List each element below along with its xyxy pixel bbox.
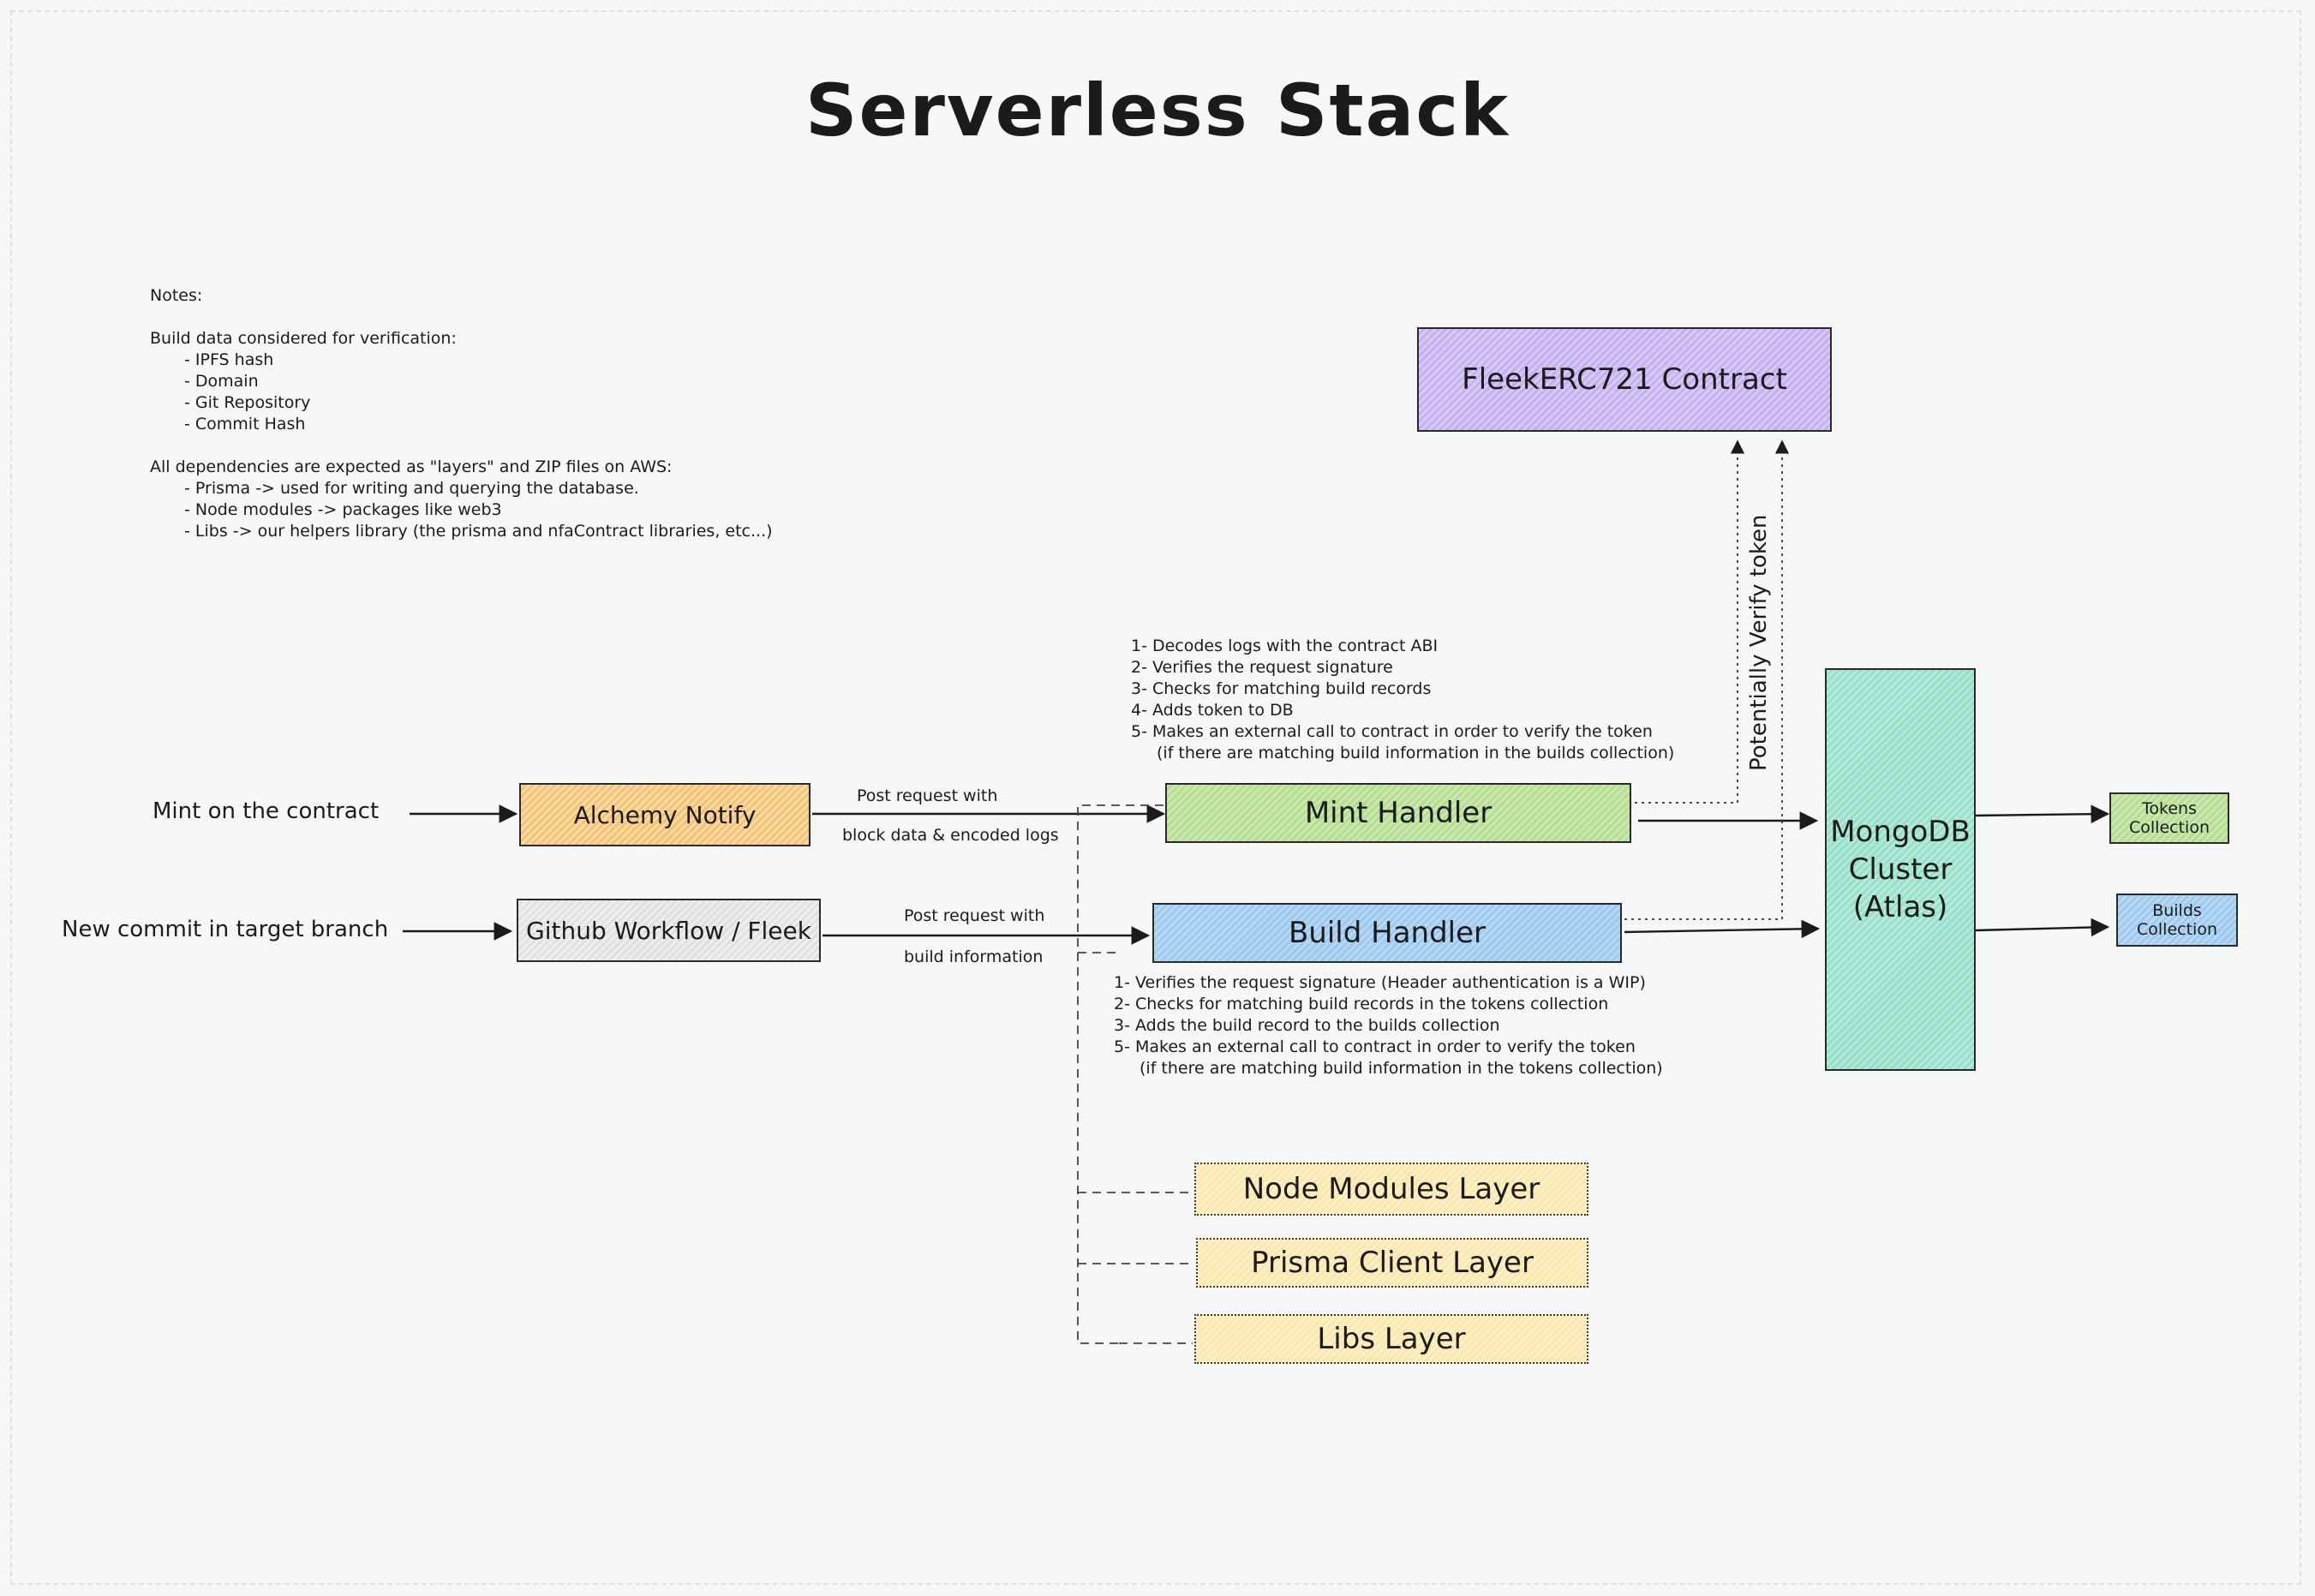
notes-block: Notes: Build data considered for verific… xyxy=(150,285,773,542)
mint-handler-node[interactable]: Mint Handler xyxy=(1165,783,1631,843)
alchemy-notify-label: Alchemy Notify xyxy=(573,800,757,829)
build-step: 5- Makes an external call to contract in… xyxy=(1114,1037,1636,1056)
mongodb-label-line: (Atlas) xyxy=(1852,890,1948,924)
github-edge-label-bottom: build information xyxy=(904,947,1044,966)
mongodb-label-line: MongoDB xyxy=(1830,815,1971,849)
prisma-client-layer-label: Prisma Client Layer xyxy=(1251,1246,1534,1280)
fleek-contract-node[interactable]: FleekERC721 Contract xyxy=(1417,327,1832,432)
dependencies-heading: All dependencies are expected as "layers… xyxy=(150,457,673,476)
arrow-build-handler-to-mongodb xyxy=(1624,919,1821,939)
build-step: 2- Checks for matching build records in … xyxy=(1114,995,1609,1013)
mongodb-cluster-node[interactable]: MongoDB Cluster (Atlas) xyxy=(1825,668,1976,1071)
github-edge-label-top: Post request with xyxy=(904,906,1045,925)
build-handler-node[interactable]: Build Handler xyxy=(1152,903,1622,963)
input-mint-label: Mint on the contract xyxy=(153,798,380,824)
mongodb-label-line: Cluster xyxy=(1848,852,1953,887)
tokens-collection-label: Tokens xyxy=(2142,799,2197,818)
dependency-item: - Node modules -> packages like web3 xyxy=(184,500,502,519)
mint-step: 2- Verifies the request signature xyxy=(1131,658,1393,677)
tokens-collection-node[interactable]: Tokens Collection xyxy=(2109,792,2229,844)
verification-item: - IPFS hash xyxy=(184,350,274,369)
alchemy-notify-node[interactable]: Alchemy Notify xyxy=(519,783,811,846)
dependency-item: - Libs -> our helpers library (the prism… xyxy=(184,522,773,541)
github-workflow-label: Github Workflow / Fleek xyxy=(526,916,811,945)
layer-link-trunk xyxy=(1077,804,1163,1344)
fleek-contract-label: FleekERC721 Contract xyxy=(1462,362,1787,397)
libs-layer-node[interactable]: Libs Layer xyxy=(1194,1314,1588,1364)
alchemy-edge-label-top: Post request with xyxy=(857,786,998,805)
arrow-mongodb-to-tokens xyxy=(1975,804,2110,824)
canvas-frame xyxy=(10,10,2301,1585)
verification-item: - Git Repository xyxy=(184,393,311,412)
alchemy-edge-label-bottom: block data & encoded logs xyxy=(842,826,1059,845)
notes-heading: Notes: xyxy=(150,286,203,305)
builds-collection-node[interactable]: Builds Collection xyxy=(2116,894,2238,947)
dependency-item: - Prisma -> used for writing and queryin… xyxy=(184,479,639,498)
verification-heading: Build data considered for verification: xyxy=(150,329,457,348)
github-workflow-node[interactable]: Github Workflow / Fleek xyxy=(517,899,821,962)
node-modules-layer-node[interactable]: Node Modules Layer xyxy=(1194,1163,1588,1216)
build-handler-label: Build Handler xyxy=(1288,916,1487,950)
prisma-client-layer-node[interactable]: Prisma Client Layer xyxy=(1196,1238,1588,1288)
arrow-mint-handler-verify xyxy=(1635,439,1745,804)
mint-handler-label: Mint Handler xyxy=(1304,796,1492,830)
build-step: 3- Adds the build record to the builds c… xyxy=(1114,1016,1500,1035)
mint-step: 4- Adds token to DB xyxy=(1131,701,1294,720)
mint-step: 1- Decodes logs with the contract ABI xyxy=(1131,637,1439,655)
mint-step: 3- Checks for matching build records xyxy=(1131,679,1432,698)
verification-item: - Domain xyxy=(184,372,259,391)
diagram-title: Serverless Stack xyxy=(805,69,1510,152)
builds-collection-label: Collection xyxy=(2137,920,2217,939)
build-step: (if there are matching build information… xyxy=(1140,1059,1663,1078)
verify-token-label: Potentially Verify token xyxy=(1746,514,1772,771)
mint-step: 5- Makes an external call to contract in… xyxy=(1131,722,1653,741)
arrow-build-handler-verify xyxy=(1624,439,1790,920)
libs-layer-label: Libs Layer xyxy=(1317,1322,1466,1356)
input-commit-label: New commit in target branch xyxy=(62,917,389,942)
arrow-mongodb-to-builds xyxy=(1975,918,2110,937)
mint-handler-steps: 1- Decodes logs with the contract ABI 2-… xyxy=(1131,636,1674,764)
mint-step: (if there are matching build information… xyxy=(1157,744,1675,762)
build-step: 1- Verifies the request signature (Heade… xyxy=(1114,973,1646,992)
build-handler-steps: 1- Verifies the request signature (Heade… xyxy=(1114,972,1663,1079)
builds-collection-label: Builds xyxy=(2152,901,2202,920)
tokens-collection-label: Collection xyxy=(2129,818,2210,837)
verification-item: - Commit Hash xyxy=(184,415,306,433)
node-modules-layer-label: Node Modules Layer xyxy=(1242,1172,1540,1206)
